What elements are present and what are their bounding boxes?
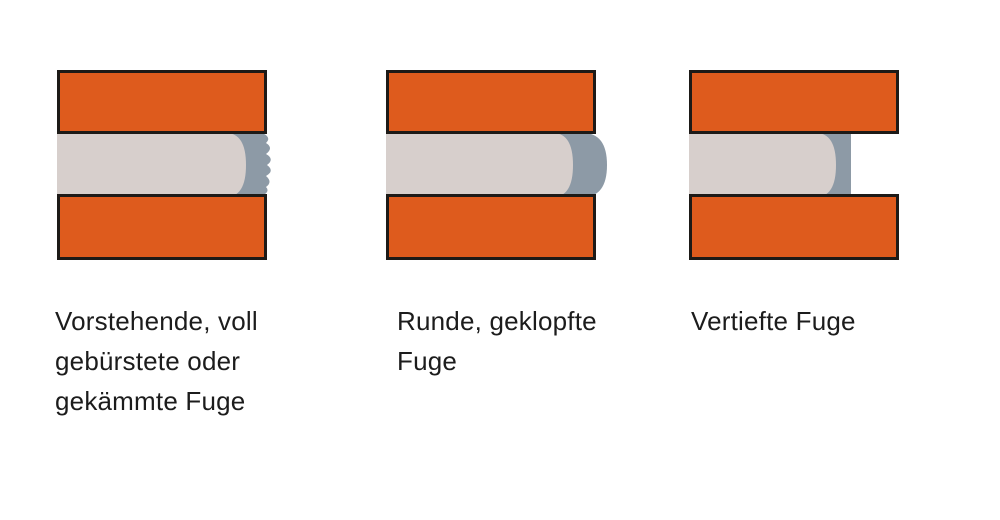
label-line: Runde, geklopfte [397,306,597,336]
brick-bottom [57,194,267,260]
joint-illustration-vorstehende [57,70,271,260]
joint-illustration-vertiefte [689,70,899,260]
label-line: Fuge [397,346,458,376]
label-line: gebürstete oder [55,346,241,376]
brick-top [57,70,267,134]
diagram-runde-fuge [382,66,617,266]
diagram-vertiefte-fuge [685,66,920,266]
mortar-bed-shape [57,133,246,197]
mortar-bed-shape [386,133,573,197]
mortar-bed-shape [689,133,836,197]
joint-illustration-runde [386,70,607,260]
brick-bottom [689,194,899,260]
label-line: Vorstehende, voll [55,306,258,336]
diagram-vorstehende-fuge [53,66,288,266]
brick-top [689,70,899,134]
label-vorstehende-fuge: Vorstehende, voll gebürstete oder gekämm… [55,301,335,421]
label-line: Vertiefte Fuge [691,306,856,336]
brick-bottom [386,194,596,260]
label-runde-fuge: Runde, geklopfte Fuge [397,301,677,381]
brick-top [386,70,596,134]
label-vertiefte-fuge: Vertiefte Fuge [691,301,971,341]
label-line: gekämmte Fuge [55,386,246,416]
